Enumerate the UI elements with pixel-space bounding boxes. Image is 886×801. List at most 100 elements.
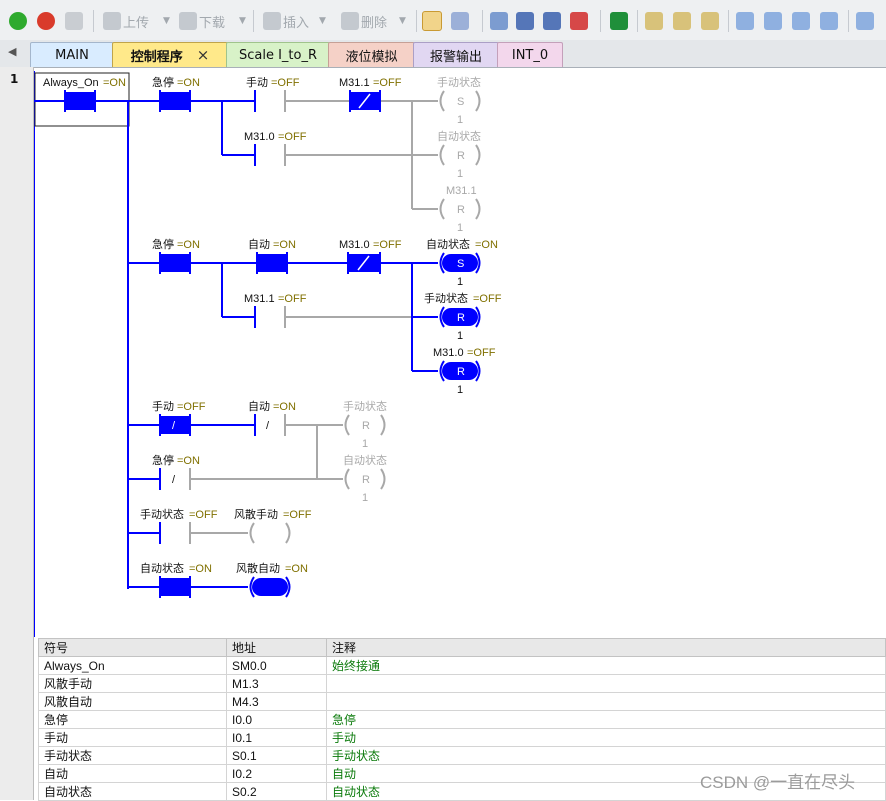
- toolbar: 上传▼ 下载▼ 插入▼ 删除▼: [0, 0, 886, 41]
- scroll-left-icon[interactable]: ◀: [8, 45, 17, 58]
- run-icon[interactable]: [9, 10, 29, 32]
- contact-auto-state[interactable]: 自动状态 =ON: [140, 561, 212, 598]
- line-right-icon[interactable]: [820, 10, 840, 32]
- contact-label: 急停: [152, 75, 174, 89]
- symbol-cell: Always_On: [38, 656, 227, 675]
- contact-m31-1-nc[interactable]: M31.1 =OFF: [339, 77, 402, 112]
- column-header-address[interactable]: 地址: [226, 638, 327, 657]
- address-cell: SM0.0: [226, 656, 327, 675]
- coil-label: 手动状态: [343, 399, 387, 413]
- contact-auto-nc[interactable]: / 自动 =ON: [248, 400, 296, 436]
- branch-icon[interactable]: [736, 10, 756, 32]
- tab-control-program[interactable]: 控制程序 ×: [112, 42, 228, 67]
- coil-count: 1: [457, 168, 463, 180]
- address-cell: M1.3: [226, 674, 327, 693]
- network-gutter: [0, 67, 34, 800]
- contact-estop[interactable]: 急停 =ON: [152, 75, 200, 112]
- back-icon[interactable]: [516, 10, 536, 32]
- coil-count: 1: [457, 276, 463, 288]
- toolbar-separator: [728, 10, 729, 32]
- program-status-icon[interactable]: [422, 10, 444, 32]
- comment-cell: 手动: [326, 728, 886, 747]
- coil-count: 1: [362, 492, 368, 504]
- coil-manual-state-reset[interactable]: R 手动状态 1: [343, 399, 387, 450]
- contact-label: 手动: [246, 75, 268, 89]
- delete-button[interactable]: 删除▼: [341, 10, 406, 32]
- coil-count: 1: [457, 222, 463, 234]
- coil-label: 自动状态: [343, 453, 387, 467]
- forward-icon[interactable]: [543, 10, 563, 32]
- goto-icon[interactable]: [610, 10, 630, 32]
- line-down-icon[interactable]: [764, 10, 784, 32]
- tab-level-simulation[interactable]: 液位模拟: [328, 42, 415, 67]
- coil-auto-state-reset[interactable]: R 自动状态 1: [343, 453, 387, 504]
- address-cell: S0.2: [226, 782, 327, 801]
- address-cell: M4.3: [226, 692, 327, 711]
- tab-label: 控制程序: [130, 49, 183, 65]
- coil-m31-1-reset[interactable]: R M31.1 1: [439, 185, 481, 234]
- stop-icon[interactable]: [37, 10, 57, 32]
- contact-manual[interactable]: 手动 =OFF: [246, 75, 300, 112]
- coil-manual-state-set[interactable]: S 手动状态 1: [437, 75, 481, 126]
- clear-icon[interactable]: [570, 10, 590, 32]
- contact-always-on[interactable]: Always_On =ON: [43, 77, 126, 112]
- address-cell: I0.1: [226, 728, 327, 747]
- rung-2-wires: [128, 262, 438, 372]
- contact-manual-state[interactable]: 手动状态 =OFF: [140, 507, 218, 544]
- contact-manual-nc[interactable]: / 手动 =OFF: [152, 399, 206, 436]
- column-header-symbol[interactable]: 符号: [38, 638, 227, 657]
- lock-icon[interactable]: [645, 10, 665, 32]
- contact-label: M31.0: [339, 239, 370, 251]
- column-header-comment[interactable]: 注释: [326, 638, 886, 657]
- tab-int-0[interactable]: INT_0: [497, 42, 563, 67]
- close-tab-icon[interactable]: ×: [196, 46, 210, 64]
- toolbar-separator: [416, 10, 417, 32]
- tab-alarm-output[interactable]: 报警输出: [413, 42, 499, 67]
- coil-count: 1: [457, 114, 463, 126]
- unlock-all-icon[interactable]: [701, 10, 721, 32]
- contact-m31-0[interactable]: M31.0 =OFF: [244, 131, 307, 166]
- download-button[interactable]: 下载▼: [179, 10, 246, 32]
- contact-icon[interactable]: [856, 10, 876, 32]
- contact-m31-1[interactable]: M31.1 =OFF: [244, 293, 307, 328]
- coil-manual-state-reset[interactable]: R 手动状态 =OFF 1: [424, 291, 502, 342]
- contact-label: 自动状态: [140, 561, 184, 575]
- download-label: 下载: [199, 15, 226, 31]
- tab-main[interactable]: MAIN: [30, 42, 114, 67]
- trend-view-icon[interactable]: [451, 10, 471, 32]
- coil-op: R: [457, 312, 465, 324]
- symbol-cell: 手动状态: [38, 746, 227, 765]
- coil-fan-manual[interactable]: 风散手动 =OFF: [234, 507, 312, 544]
- tab-label: 液位模拟: [345, 49, 398, 65]
- unlock-icon[interactable]: [673, 10, 693, 32]
- contact-value: =OFF: [278, 293, 307, 305]
- contact-estop[interactable]: 急停 =ON: [152, 237, 200, 274]
- tab-scale-i-to-r[interactable]: Scale I_to_R: [226, 42, 330, 67]
- coil-auto-state-set[interactable]: S 自动状态 =ON 1: [426, 237, 498, 288]
- contact-value: =OFF: [189, 509, 218, 521]
- contact-m31-0-nc[interactable]: M31.0 =OFF: [339, 239, 402, 274]
- coil-value: =ON: [285, 563, 308, 575]
- box-icon[interactable]: [490, 10, 510, 32]
- coil-op: R: [362, 420, 370, 432]
- symbol-cell: 自动状态: [38, 782, 227, 801]
- compile-icon[interactable]: [65, 10, 85, 32]
- contact-auto[interactable]: 自动 =ON: [248, 238, 296, 274]
- coil-op: R: [457, 366, 465, 378]
- insert-button[interactable]: 插入▼: [263, 10, 326, 32]
- coil-auto-state-reset[interactable]: R 自动状态 1: [437, 129, 481, 180]
- coil-fan-auto[interactable]: 风散自动 =ON: [236, 561, 308, 598]
- coil-m31-0-reset[interactable]: R M31.0 =OFF 1: [433, 347, 496, 396]
- upload-button[interactable]: 上传▼: [103, 10, 170, 32]
- contact-estop-nc[interactable]: / 急停 =ON: [152, 453, 200, 490]
- line-up-icon[interactable]: [792, 10, 812, 32]
- table-header-row: 符号 地址 注释: [38, 638, 886, 657]
